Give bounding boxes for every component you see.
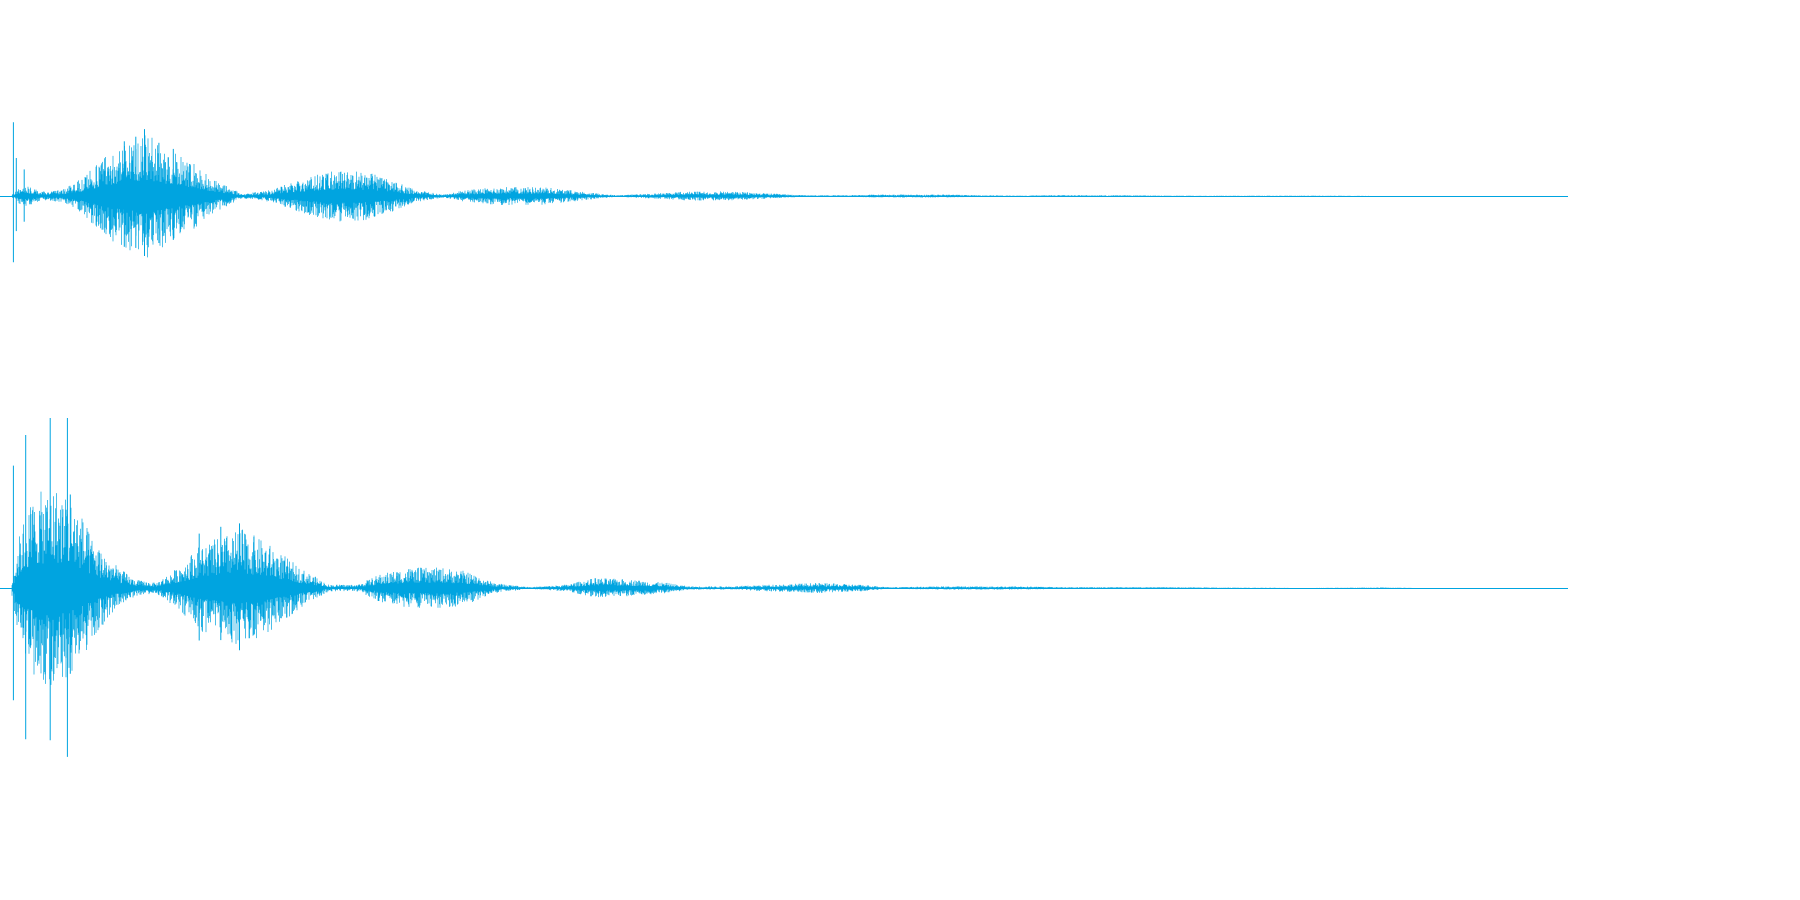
waveform-view[interactable]	[0, 0, 1568, 776]
channel-1-waveform	[0, 122, 1568, 263]
waveform-canvas[interactable]	[0, 0, 1568, 776]
channel-2-waveform	[0, 418, 1568, 757]
channel-1-samples	[11, 135, 1369, 258]
channel-2-samples	[11, 491, 1412, 685]
